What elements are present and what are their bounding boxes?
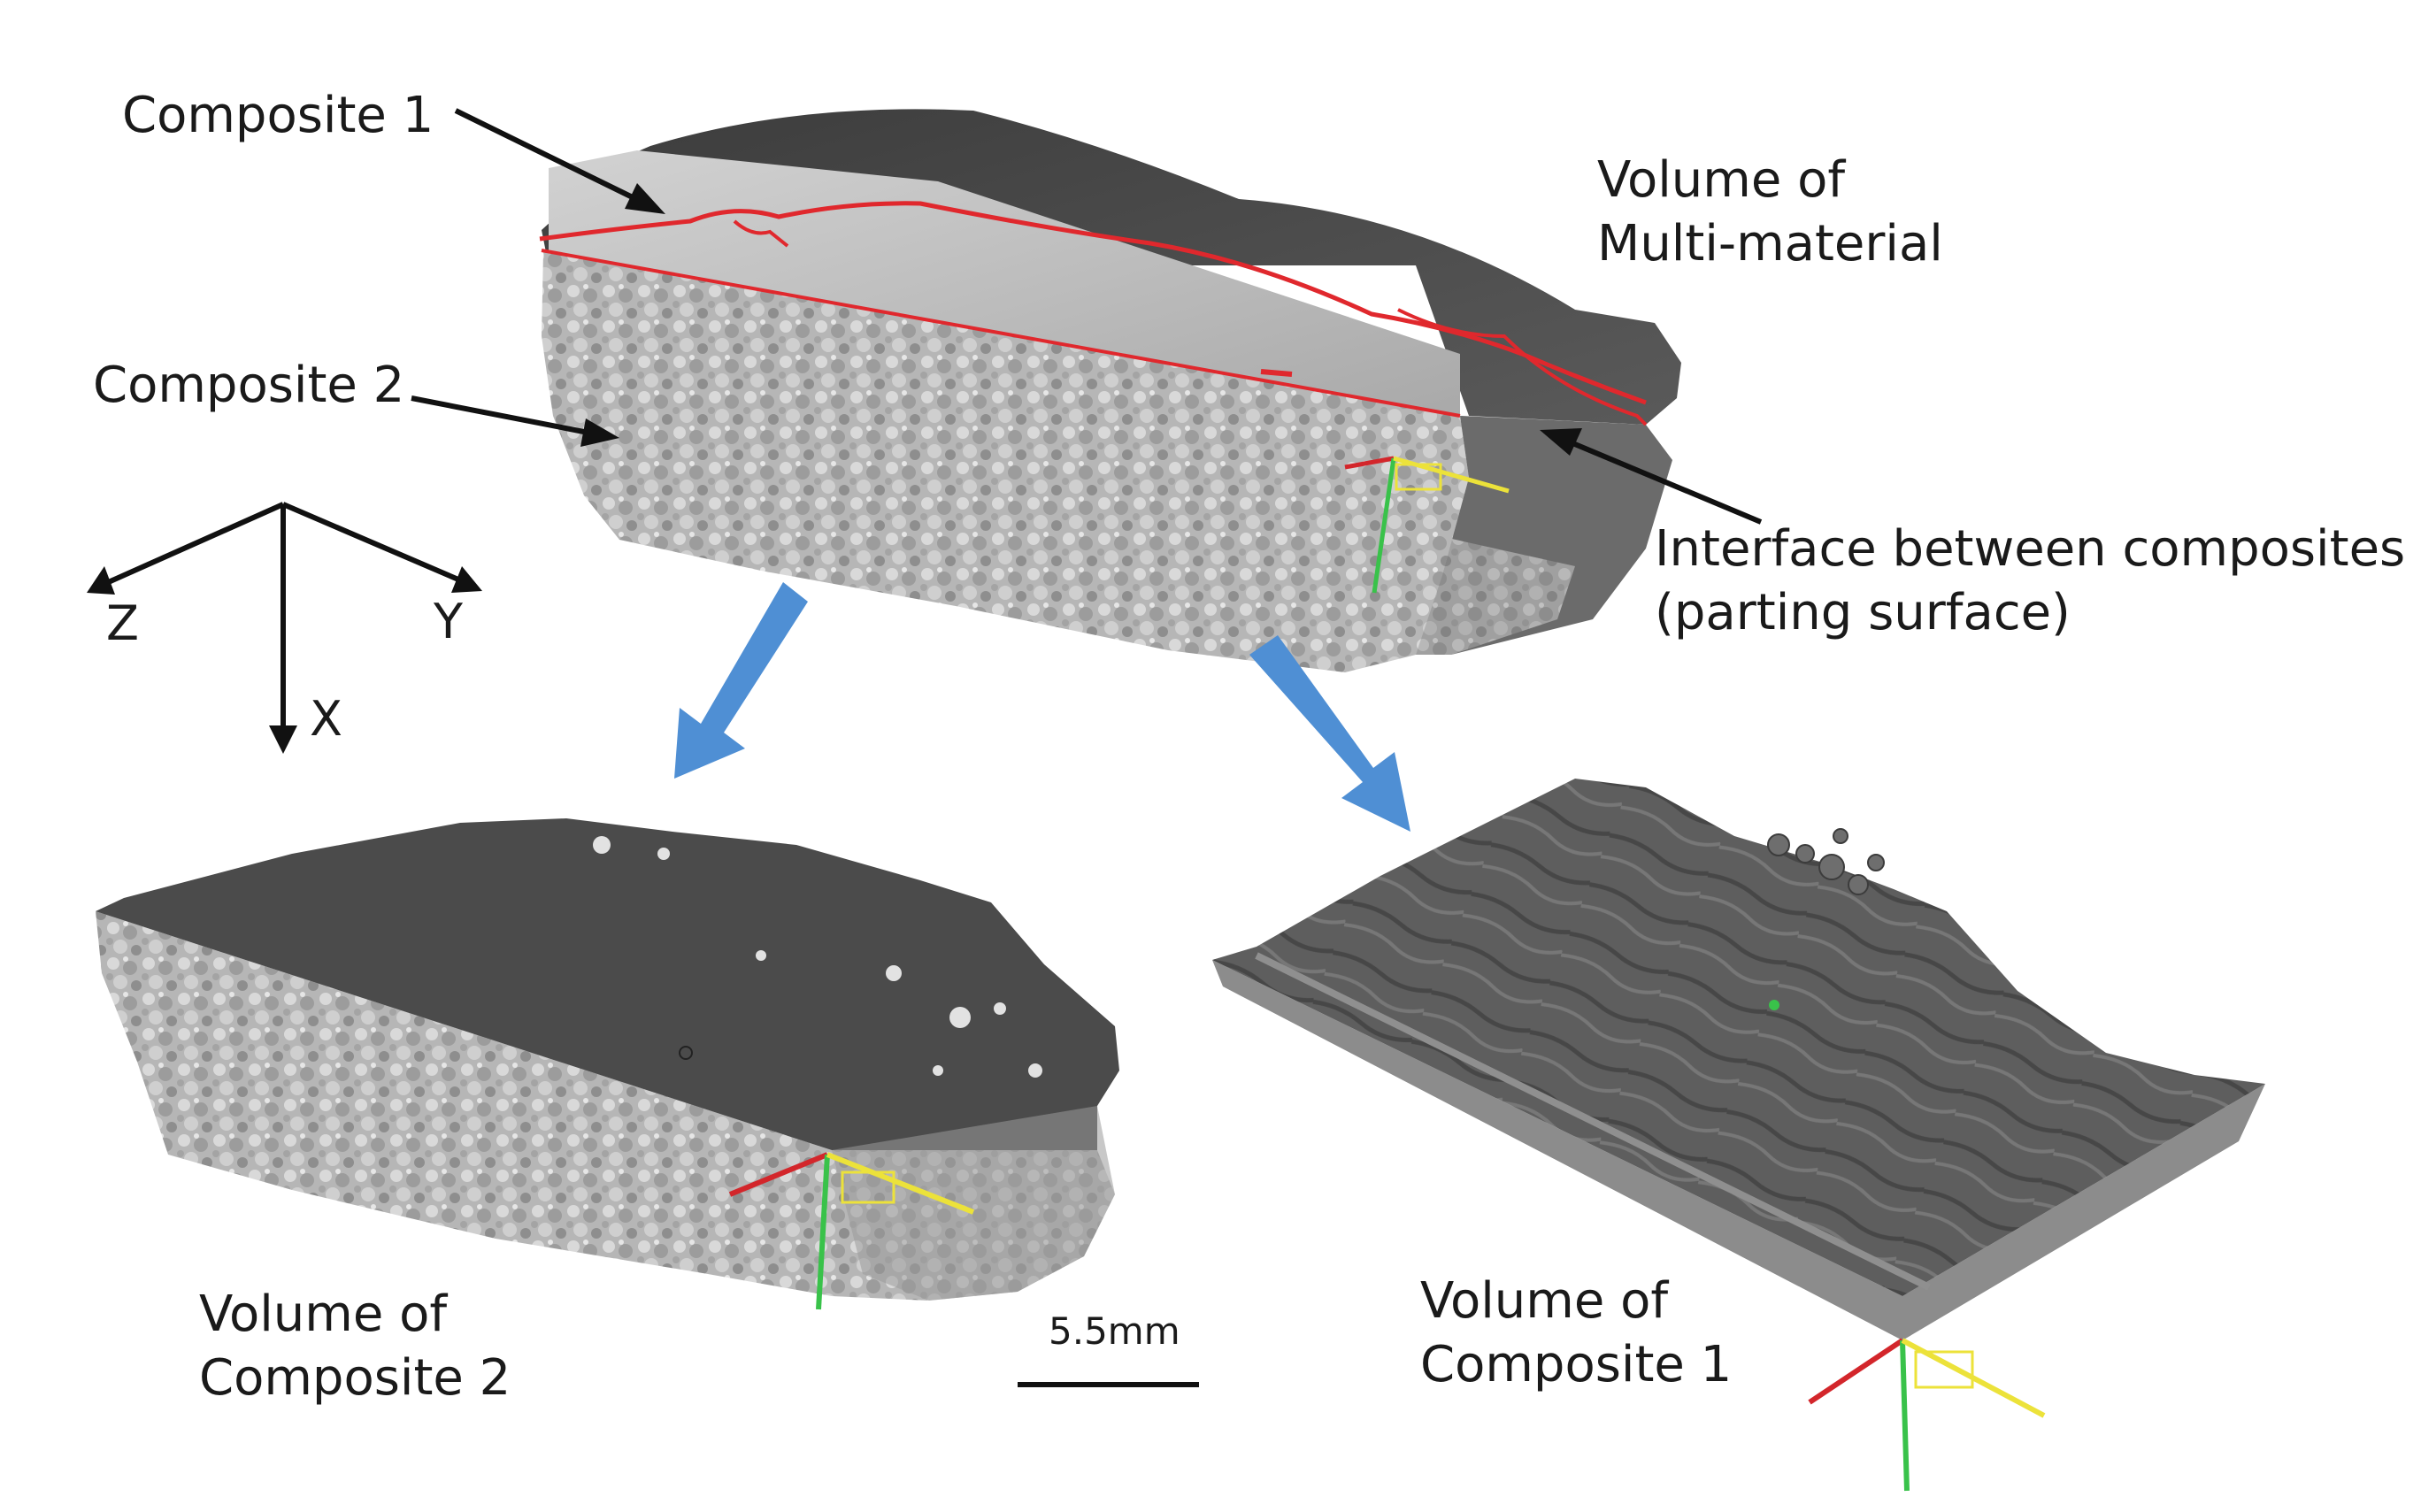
axis-label-y: Y bbox=[434, 594, 463, 649]
specimen-triad-right bbox=[1808, 1338, 2046, 1492]
label-composite-2: Composite 2 bbox=[93, 357, 405, 414]
composite2-volume bbox=[96, 818, 1119, 1310]
label-volume-composite1-line2: Composite 1 bbox=[1420, 1335, 1733, 1393]
composite1-volume bbox=[1212, 779, 2265, 1492]
pointer-interface bbox=[1540, 428, 1763, 525]
multi-material-volume bbox=[539, 109, 1681, 672]
pointer-composite1 bbox=[454, 108, 665, 214]
label-volume-composite2-line1: Volume of bbox=[199, 1286, 448, 1343]
label-composite-1: Composite 1 bbox=[122, 87, 434, 144]
label-interface: Interface between composites (parting su… bbox=[1655, 518, 2405, 644]
scale-bar-label: 5.5mm bbox=[1049, 1309, 1180, 1353]
label-volume-composite1-line1: Volume of bbox=[1420, 1272, 1669, 1330]
interface-fragment-3 bbox=[1397, 308, 1648, 426]
axis-triad bbox=[87, 502, 482, 754]
label-interface-line1: Interface between composites bbox=[1655, 520, 2406, 578]
pointer-composite2 bbox=[411, 395, 619, 447]
label-volume-composite1: Volume of Composite 1 bbox=[1420, 1270, 1732, 1396]
specimen-triad-left bbox=[728, 1152, 975, 1310]
specimen-triad-top bbox=[1344, 456, 1510, 594]
composite1-groove bbox=[1255, 952, 1931, 1291]
blue-arrow-left bbox=[674, 582, 808, 779]
interface-line-front bbox=[541, 249, 1461, 418]
label-volume-composite2: Volume of Composite 2 bbox=[199, 1283, 511, 1409]
axis-label-z: Z bbox=[106, 595, 139, 651]
specimen-right-end-rough bbox=[1416, 531, 1575, 655]
composite2-pore bbox=[679, 1046, 693, 1060]
label-volume-multi-line2: Multi-material bbox=[1597, 214, 1943, 272]
interface-fragment-1 bbox=[733, 219, 789, 248]
label-volume-multi-line1: Volume of bbox=[1597, 151, 1846, 209]
label-volume-multi: Volume of Multi-material bbox=[1597, 149, 1943, 275]
pointer-arrows bbox=[411, 108, 1763, 525]
composite2-flat-top bbox=[96, 818, 1119, 1150]
label-volume-composite2-line2: Composite 2 bbox=[199, 1348, 511, 1407]
composite1-marker-dot bbox=[1769, 1000, 1779, 1010]
composite2-side-face bbox=[832, 1106, 1115, 1301]
composite1-slab-edge bbox=[1212, 960, 2265, 1340]
interface-line-back bbox=[539, 201, 1647, 405]
label-interface-line2: (parting surface) bbox=[1655, 583, 2071, 641]
composite1-debris bbox=[1767, 828, 1885, 895]
interface-fragment-2 bbox=[1260, 369, 1293, 377]
composite2-holes bbox=[593, 836, 1042, 1078]
composite2-block bbox=[542, 252, 1469, 672]
composite1-striated-top bbox=[1212, 779, 2265, 1296]
axis-label-x: X bbox=[310, 691, 342, 747]
blue-arrow-right bbox=[1249, 635, 1410, 832]
